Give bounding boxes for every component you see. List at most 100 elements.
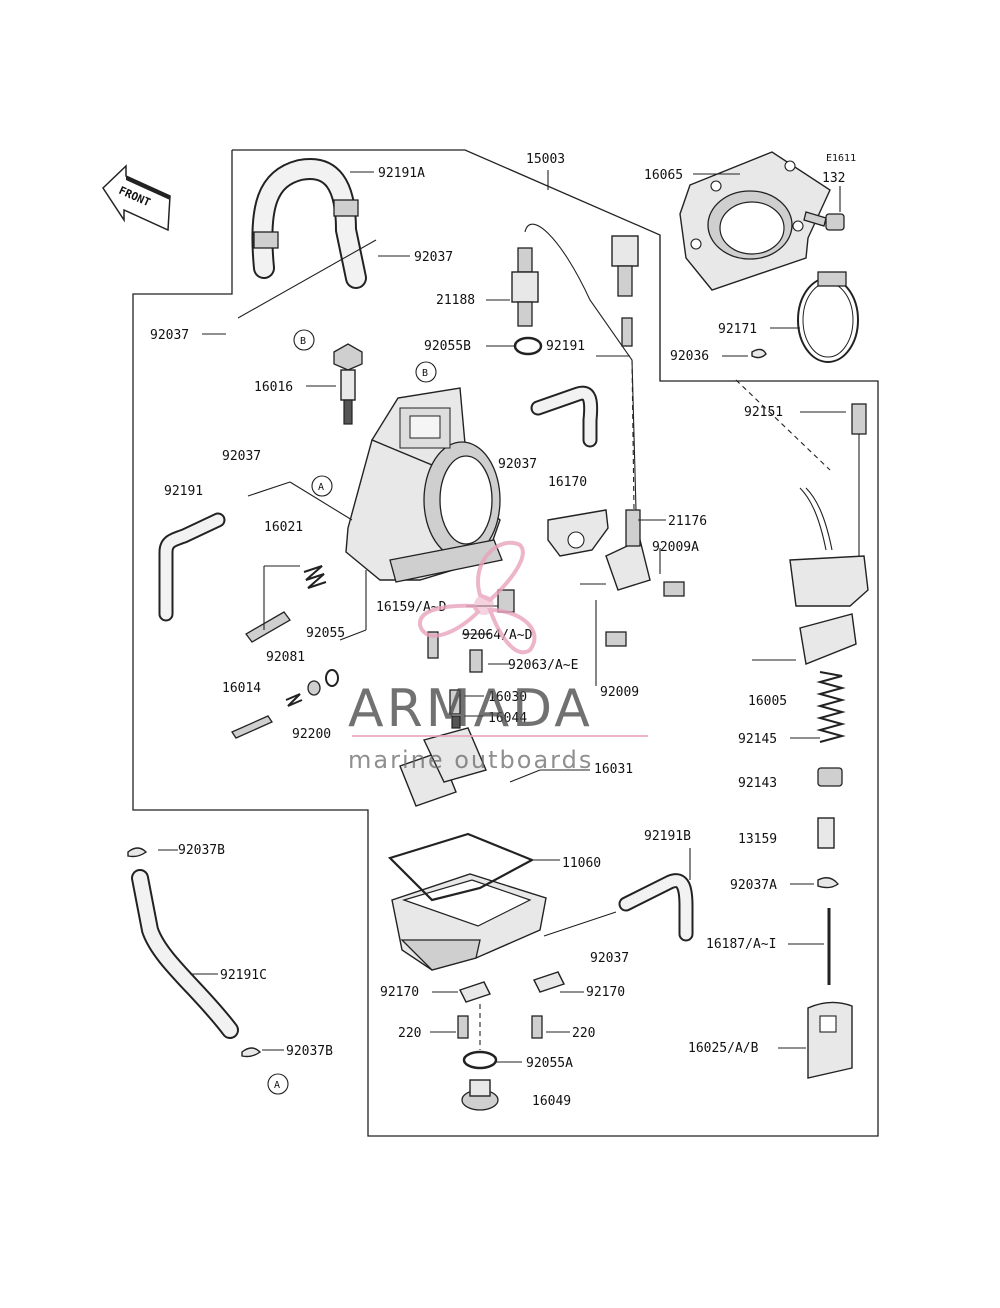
label-92063: 92063/A~E bbox=[508, 658, 578, 673]
small-clip bbox=[751, 348, 767, 359]
callout-a-top: A bbox=[311, 475, 333, 497]
watermark: ARMADA marine outboards bbox=[348, 541, 648, 774]
hose-92191-left bbox=[158, 512, 226, 622]
carburetor-body bbox=[345, 387, 503, 583]
label-92200: 92200 bbox=[292, 727, 331, 742]
label-92064: 92064/A~D bbox=[462, 628, 533, 643]
hose-92191b bbox=[618, 873, 694, 942]
label-92191-a: 92191 bbox=[546, 339, 585, 354]
jet-13159 bbox=[817, 817, 835, 849]
diagram-frame bbox=[132, 149, 879, 1137]
label-92037a: 92037A bbox=[730, 878, 777, 893]
label-92145: 92145 bbox=[738, 732, 777, 747]
svg-text:B: B bbox=[422, 368, 428, 379]
callout-b-left: B bbox=[293, 329, 315, 351]
svg-text:A: A bbox=[318, 482, 324, 493]
front-arrow-icon: FRONT bbox=[102, 164, 171, 232]
throttle-slide-16025 bbox=[807, 1001, 853, 1079]
screw-16021 bbox=[245, 611, 291, 643]
label-92170-a: 92170 bbox=[380, 985, 419, 1000]
diaphragm-gasket bbox=[799, 613, 857, 665]
spring-92081 bbox=[285, 693, 303, 707]
propeller-logo-icon bbox=[418, 541, 537, 655]
float-bowl bbox=[391, 873, 547, 971]
label-16016: 16016 bbox=[254, 380, 293, 395]
screws-220 bbox=[457, 1015, 543, 1039]
label-16049: 16049 bbox=[532, 1094, 571, 1109]
label-92191a: 92191A bbox=[378, 166, 425, 181]
label-92055: 92055 bbox=[306, 626, 345, 641]
screw-92009a bbox=[663, 581, 685, 597]
intake-manifold bbox=[679, 151, 831, 291]
gasket-11060 bbox=[387, 832, 535, 902]
svg-text:B: B bbox=[300, 336, 306, 347]
label-15003: 15003 bbox=[526, 152, 565, 167]
plug-16049 bbox=[461, 1079, 499, 1111]
label-92055b: 92055B bbox=[424, 339, 471, 354]
label-16031: 16031 bbox=[594, 762, 633, 777]
label-16065: 16065 bbox=[644, 168, 683, 183]
label-92191c: 92191C bbox=[220, 968, 267, 983]
pilot-screw-16014 bbox=[231, 715, 273, 739]
part-labels: 92191A 15003 16065 132 92037 92037 21188… bbox=[150, 152, 845, 1109]
o-ring-92055 bbox=[325, 669, 339, 687]
callout-b-top: B bbox=[415, 361, 437, 383]
screw-92009 bbox=[605, 631, 627, 647]
label-92009a: 92009A bbox=[652, 540, 699, 555]
callout-a-bottom: A bbox=[267, 1073, 289, 1095]
label-92037-d: 92037 bbox=[498, 457, 537, 472]
label-92191b: 92191B bbox=[644, 829, 691, 844]
clips-92037b bbox=[127, 847, 262, 1058]
label-21176: 21176 bbox=[668, 514, 707, 529]
jet-16159 bbox=[497, 589, 515, 613]
label-92055a: 92055A bbox=[526, 1056, 573, 1071]
cable-adjuster bbox=[511, 223, 637, 511]
watermark-tagline: marine outboards bbox=[348, 746, 593, 774]
jets-16030-16044 bbox=[449, 689, 461, 729]
label-220-b: 220 bbox=[572, 1026, 595, 1041]
label-92081: 92081 bbox=[266, 650, 305, 665]
dashed-guides bbox=[479, 359, 831, 1050]
manifold-bolt bbox=[803, 211, 845, 231]
jet-92063 bbox=[469, 649, 483, 673]
svg-text:A: A bbox=[274, 1080, 280, 1091]
brackets-92170 bbox=[459, 971, 565, 1003]
label-16044: 16044 bbox=[488, 711, 527, 726]
spring-16021 bbox=[303, 565, 327, 589]
label-92170-b: 92170 bbox=[586, 985, 625, 1000]
label-11060: 11060 bbox=[562, 856, 601, 871]
label-16170: 16170 bbox=[548, 475, 587, 490]
label-92009: 92009 bbox=[600, 685, 639, 700]
jet-92064 bbox=[427, 631, 439, 659]
label-16187: 16187/A~I bbox=[706, 937, 776, 952]
washer-92200 bbox=[307, 680, 321, 696]
label-16025: 16025/A/B bbox=[688, 1041, 759, 1056]
label-92037b-b: 92037B bbox=[286, 1044, 333, 1059]
label-13159: 13159 bbox=[738, 832, 777, 847]
label-16005: 16005 bbox=[748, 694, 787, 709]
label-92037-a: 92037 bbox=[414, 250, 453, 265]
label-92151: 92151 bbox=[744, 405, 783, 420]
label-92143: 92143 bbox=[738, 776, 777, 791]
label-16021: 16021 bbox=[264, 520, 303, 535]
label-21188: 21188 bbox=[436, 293, 475, 308]
leader-lines bbox=[158, 170, 846, 1063]
throttle-sensor bbox=[547, 509, 651, 591]
label-92037-c: 92037 bbox=[222, 449, 261, 464]
clip-92037a bbox=[817, 877, 839, 889]
hose-92191-right bbox=[530, 385, 599, 448]
top-cover-assembly bbox=[789, 403, 869, 607]
vent-hose-92191a bbox=[251, 158, 367, 289]
connector-21176 bbox=[611, 235, 639, 347]
hose-clamp bbox=[797, 271, 859, 363]
label-92171: 92171 bbox=[718, 322, 757, 337]
label-92037b-a: 92037B bbox=[178, 843, 225, 858]
label-16014: 16014 bbox=[222, 681, 261, 696]
watermark-brand: ARMADA bbox=[348, 679, 593, 739]
label-92191-b: 92191 bbox=[164, 484, 203, 499]
figure-id: E1611 bbox=[826, 153, 856, 164]
o-ring-92055a bbox=[462, 1050, 498, 1070]
label-132: 132 bbox=[822, 171, 845, 186]
o-ring-92055b bbox=[513, 336, 543, 356]
